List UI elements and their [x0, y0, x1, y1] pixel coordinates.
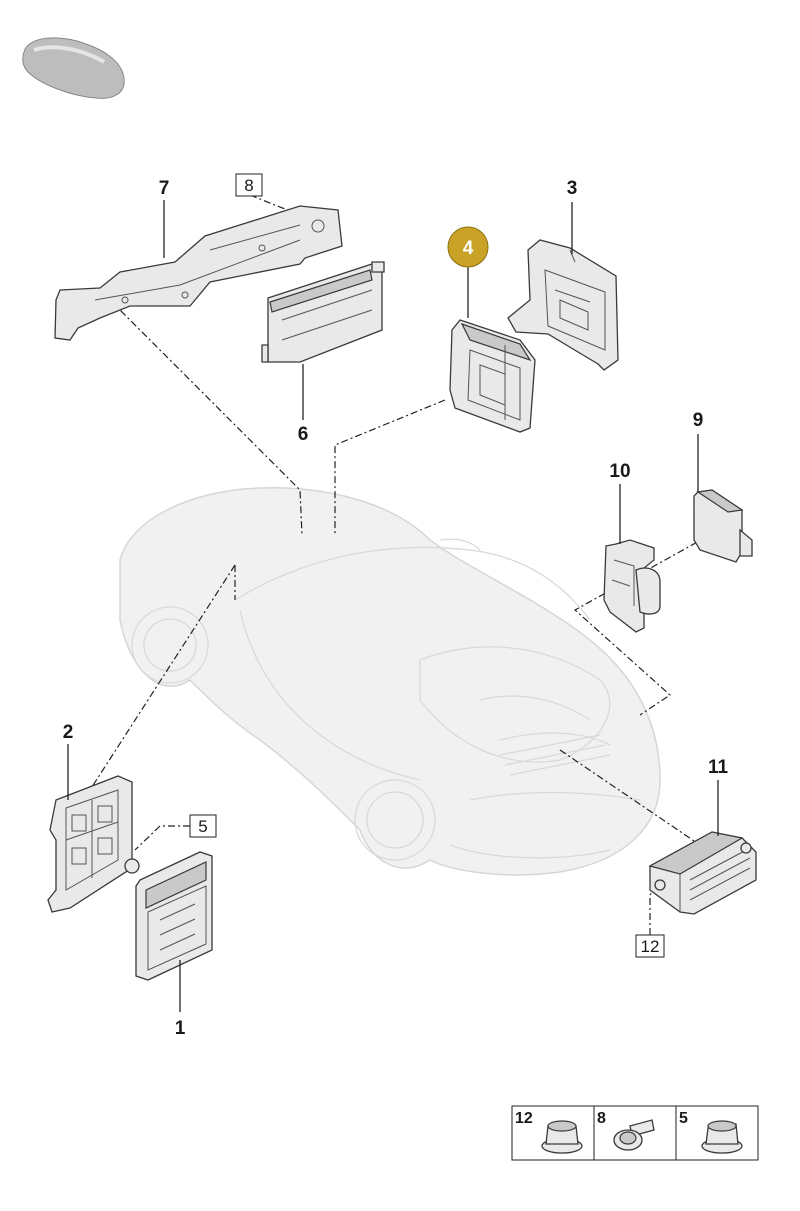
callout-leaders	[67, 200, 719, 1012]
part-10-bracket[interactable]	[603, 539, 661, 633]
callout-7[interactable]: 7	[159, 178, 170, 199]
part-9-sensor[interactable]	[693, 489, 753, 563]
fastener-table: 12 8 5	[511, 1105, 759, 1161]
flange-nut-icon	[541, 1120, 583, 1154]
svg-text:5: 5	[679, 1110, 688, 1127]
flange-nut-icon	[701, 1120, 743, 1154]
svg-text:8: 8	[244, 176, 253, 195]
part-4-control-unit[interactable]	[449, 319, 536, 433]
svg-text:5: 5	[198, 817, 207, 836]
fastener-cell-12[interactable]: 12	[515, 1110, 583, 1154]
fastener-cell-8[interactable]: 8	[597, 1110, 655, 1151]
callout-10[interactable]: 10	[609, 461, 630, 482]
svg-text:8: 8	[597, 1110, 606, 1127]
callout-6[interactable]: 6	[298, 424, 309, 445]
flange-bolt-icon	[613, 1119, 655, 1151]
part-6-module[interactable]	[261, 261, 385, 363]
callout-4-highlight[interactable]: 4	[447, 226, 489, 268]
callout-1[interactable]: 1	[175, 1018, 186, 1039]
callout-2[interactable]: 2	[63, 722, 74, 743]
boxed-callout-12[interactable]: 12	[635, 934, 665, 958]
boxed-callout-5[interactable]: 5	[189, 814, 217, 838]
callout-11[interactable]: 11	[708, 757, 729, 778]
thumbnail-car-icon[interactable]	[22, 37, 125, 99]
part-7-bracket[interactable]	[54, 205, 343, 341]
callout-4-label: 4	[463, 238, 474, 259]
svg-text:12: 12	[641, 937, 660, 956]
callout-9[interactable]: 9	[693, 410, 704, 431]
svg-text:12: 12	[515, 1110, 533, 1127]
part-1-control-unit[interactable]	[124, 851, 213, 981]
car-body	[119, 487, 661, 876]
boxed-callout-8[interactable]: 8	[235, 173, 263, 197]
callout-3[interactable]: 3	[567, 178, 578, 199]
part-11-module[interactable]	[648, 831, 757, 915]
part-3-frame[interactable]	[507, 239, 619, 371]
part-2-frame[interactable]	[47, 775, 133, 913]
fastener-cell-5[interactable]: 5	[679, 1110, 743, 1154]
